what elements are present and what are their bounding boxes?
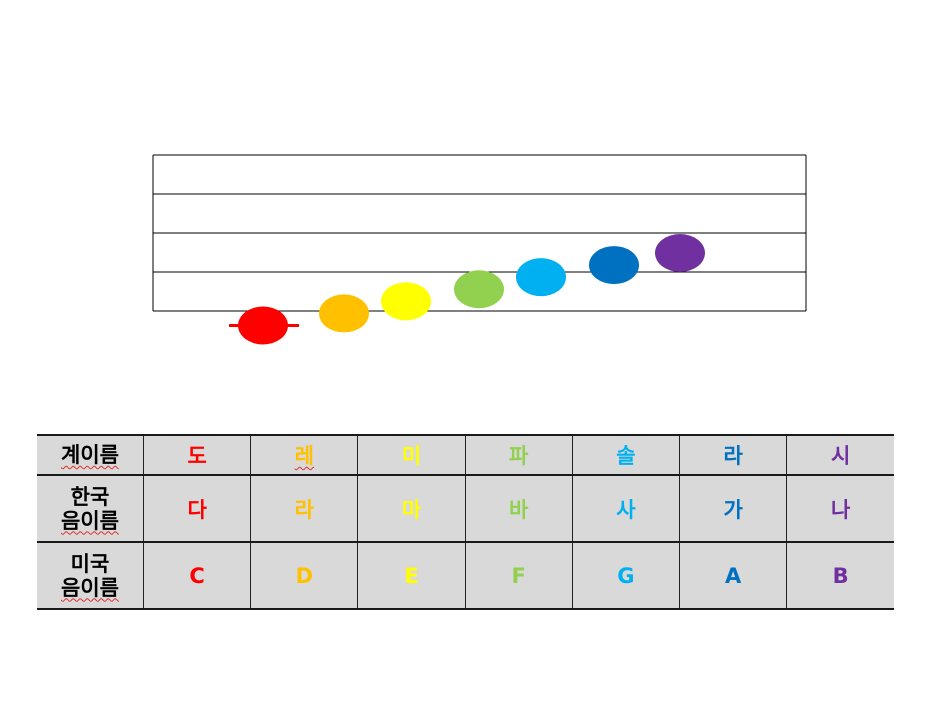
cell-text: 바 (509, 497, 529, 522)
cell-text: A (724, 563, 742, 588)
cell-text: 미 (401, 444, 422, 468)
note-head-3 (381, 282, 431, 321)
cell-text: 다 (187, 497, 207, 522)
cell-text: F (511, 563, 526, 588)
cell-american-5: G (571, 541, 681, 610)
row-header-line: 음이름 (61, 508, 119, 533)
cell-text: 가 (723, 497, 743, 522)
cell-text: D (295, 563, 314, 588)
cell-american-7: B (786, 541, 894, 610)
cell-text: 레 (294, 444, 314, 468)
cell-text: 라 (723, 444, 743, 468)
cell-text: 마 (401, 497, 422, 522)
cell-solfege-6: 라 (679, 434, 788, 476)
cell-text: E (404, 563, 419, 588)
note-head-2 (319, 294, 369, 333)
table-row-american: 미국 음이름 C D E F G A B (37, 541, 894, 610)
cell-text: G (617, 563, 635, 588)
cell-korean-2: 라 (250, 474, 359, 543)
cell-solfege-7: 시 (786, 434, 894, 476)
table-row-korean: 한국 음이름 다 라 마 바 사 가 나 (37, 474, 894, 543)
cell-american-6: A (679, 541, 788, 610)
cell-korean-4: 바 (464, 474, 573, 543)
table-row-solfege: 계이름 도 레 미 파 솔 라 시 (37, 434, 894, 476)
row-header-line: 한국 (70, 484, 110, 509)
cell-korean-3: 마 (357, 474, 466, 543)
cell-text: 나 (830, 497, 851, 522)
cell-text: 솔 (616, 444, 636, 468)
row-header-line: 계이름 (61, 443, 119, 467)
cell-korean-6: 가 (679, 474, 788, 543)
cell-korean-5: 사 (571, 474, 681, 543)
note-head-6 (589, 246, 639, 285)
cell-american-2: D (250, 541, 359, 610)
row-header-korean: 한국 음이름 (37, 474, 144, 543)
cell-text: C (189, 563, 205, 588)
cell-american-4: F (464, 541, 573, 610)
note-head-1 (238, 306, 288, 345)
cell-solfege-5: 솔 (571, 434, 681, 476)
cell-text: 시 (830, 444, 851, 468)
row-header-line: 음이름 (61, 575, 119, 600)
note-head-7 (655, 234, 705, 272)
cell-text: 파 (509, 444, 529, 468)
note-head-4 (454, 270, 504, 309)
cell-text: 도 (187, 444, 207, 468)
cell-text: 라 (294, 497, 314, 522)
row-header-solfege: 계이름 (37, 434, 144, 476)
cell-text: B (832, 563, 849, 588)
row-header-american: 미국 음이름 (37, 541, 144, 610)
cell-solfege-2: 레 (250, 434, 359, 476)
cell-american-3: E (357, 541, 466, 610)
cell-solfege-4: 파 (464, 434, 573, 476)
row-header-line: 미국 (70, 551, 110, 576)
note-head-5 (516, 258, 566, 297)
cell-korean-7: 나 (786, 474, 894, 543)
cell-text: 사 (616, 497, 636, 522)
cell-american-1: C (142, 541, 252, 610)
note-name-table: 계이름 도 레 미 파 솔 라 시 한국 음이름 다 라 마 바 사 가 나 미… (37, 434, 894, 610)
cell-solfege-3: 미 (357, 434, 466, 476)
cell-solfege-1: 도 (142, 434, 252, 476)
cell-korean-1: 다 (142, 474, 252, 543)
